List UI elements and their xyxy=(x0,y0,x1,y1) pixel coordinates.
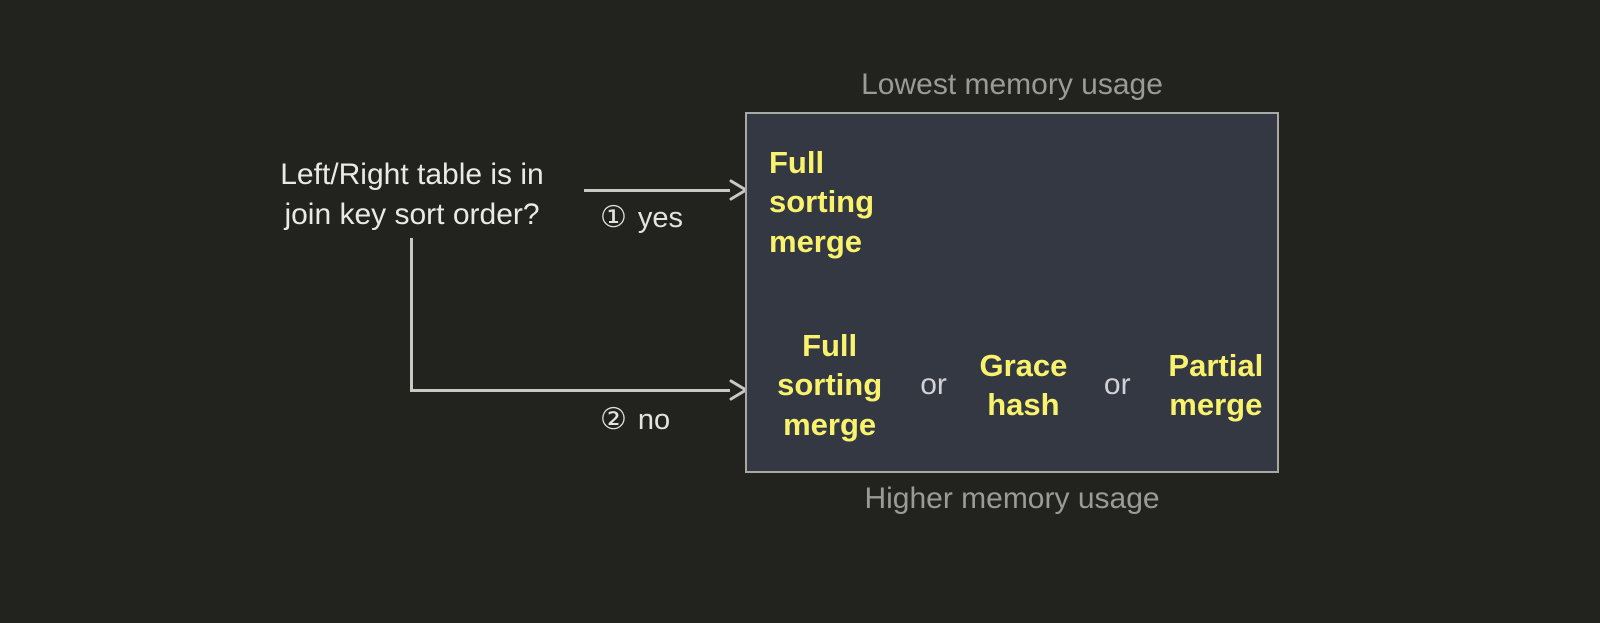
option-full-sorting-merge-no: Full sorting merge xyxy=(777,327,883,442)
no-branch-vertical-line xyxy=(410,238,413,392)
conjunction-or-1: or xyxy=(920,368,947,401)
results-row-no: Full sorting merge or Grace hash or Part… xyxy=(747,310,1277,460)
no-branch-text: no xyxy=(637,404,671,436)
yes-branch-label: ① yes xyxy=(600,200,683,235)
yes-branch-marker: ① xyxy=(600,201,627,234)
no-branch-marker: ② xyxy=(600,403,627,436)
decision-question: Left/Right table is in join key sort ord… xyxy=(280,158,544,231)
yes-branch-line xyxy=(584,189,730,192)
no-branch-horizontal-line xyxy=(410,389,730,392)
yes-branch-text: yes xyxy=(637,202,684,234)
no-branch-label: ② no xyxy=(600,402,670,437)
caption-lowest-memory: Lowest memory usage xyxy=(861,68,1163,101)
option-grace-hash: Grace hash xyxy=(979,347,1068,422)
option-full-sorting-merge-yes: Full sorting merge xyxy=(769,144,875,259)
conjunction-or-2: or xyxy=(1103,368,1131,401)
results-box: Full sorting merge Full sorting merge or… xyxy=(745,112,1279,473)
results-row-yes: Full sorting merge xyxy=(747,130,1277,274)
caption-higher-memory: Higher memory usage xyxy=(864,482,1160,515)
option-partial-merge: Partial merge xyxy=(1168,347,1264,422)
